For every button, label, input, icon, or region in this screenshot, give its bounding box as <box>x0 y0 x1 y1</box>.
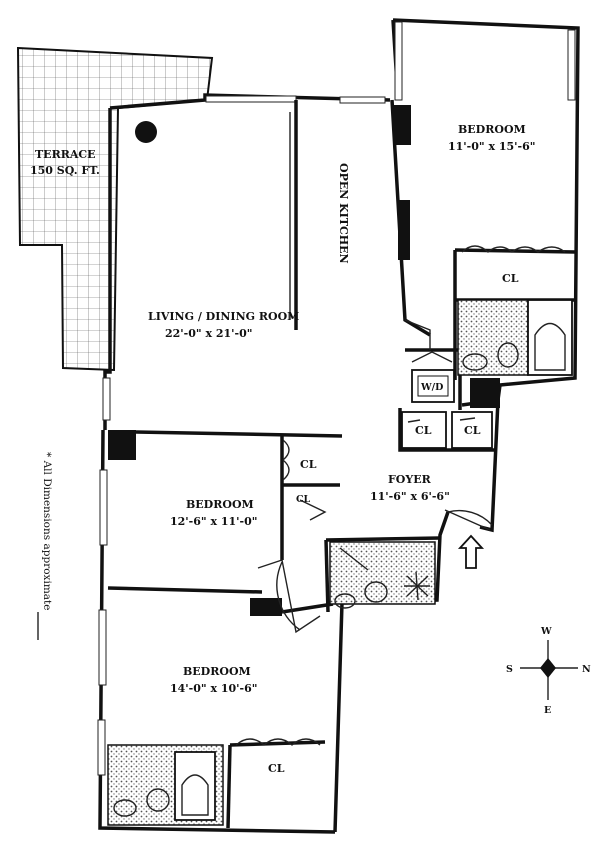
bedroom-sw-dims: 14'-0" x 10'-6" <box>170 682 257 695</box>
washer-dryer <box>411 351 455 403</box>
bath-sw <box>107 744 224 826</box>
compass-s: S <box>506 664 513 675</box>
terrace-name: TERRACE <box>35 148 96 161</box>
foyer-dims: 11'-6" x 6'-6" <box>370 490 450 503</box>
bath-foyer <box>329 541 436 609</box>
note-text: * All Dimensions approximate <box>41 452 53 610</box>
compass-icon: W S N E <box>506 626 591 716</box>
bedroom-mid-dims: 12'-6" x 11'-0" <box>170 515 257 528</box>
exterior-walls <box>98 18 580 834</box>
bedroom-mid-name: BEDROOM <box>186 498 254 511</box>
compass-e: E <box>544 705 551 716</box>
bedroom-ne-name: BEDROOM <box>458 123 526 136</box>
terrace <box>16 46 214 372</box>
bedroom-ne-dims: 11'-0" x 15'-6" <box>448 140 535 153</box>
closet-label-small: CL <box>296 494 311 505</box>
bath-ne <box>457 299 573 376</box>
doors <box>257 319 493 634</box>
windows <box>97 21 576 776</box>
compass-w: W <box>540 626 552 637</box>
foyer-name: FOYER <box>388 473 432 486</box>
closet-label-foyer-1: CL <box>415 424 432 437</box>
closet-label-ne: CL <box>502 272 519 285</box>
kitchen-name: OPEN KITCHEN <box>337 163 350 264</box>
entry-arrow-icon <box>457 534 485 569</box>
dimensions-note: * All Dimensions approximate <box>37 452 53 640</box>
bedroom-sw-name: BEDROOM <box>183 665 251 678</box>
closet-label-sw: CL <box>268 762 285 775</box>
foyer-closets <box>401 411 493 449</box>
wd-label: W/D <box>420 382 443 393</box>
compass-n: N <box>582 664 591 675</box>
closet-label-foyer-2: CL <box>464 424 481 437</box>
terrace-area: 150 SQ. FT. <box>30 164 100 177</box>
closet-label-mid: CL <box>300 458 317 471</box>
living-dims: 22'-0" x 21'-0" <box>165 327 252 340</box>
living-name: LIVING / DINING ROOM <box>148 310 299 323</box>
room-labels: TERRACE 150 SQ. FT. LIVING / DINING ROOM… <box>30 123 535 775</box>
interior-walls <box>107 100 576 829</box>
columns <box>108 105 500 616</box>
closet-doors <box>235 245 566 746</box>
